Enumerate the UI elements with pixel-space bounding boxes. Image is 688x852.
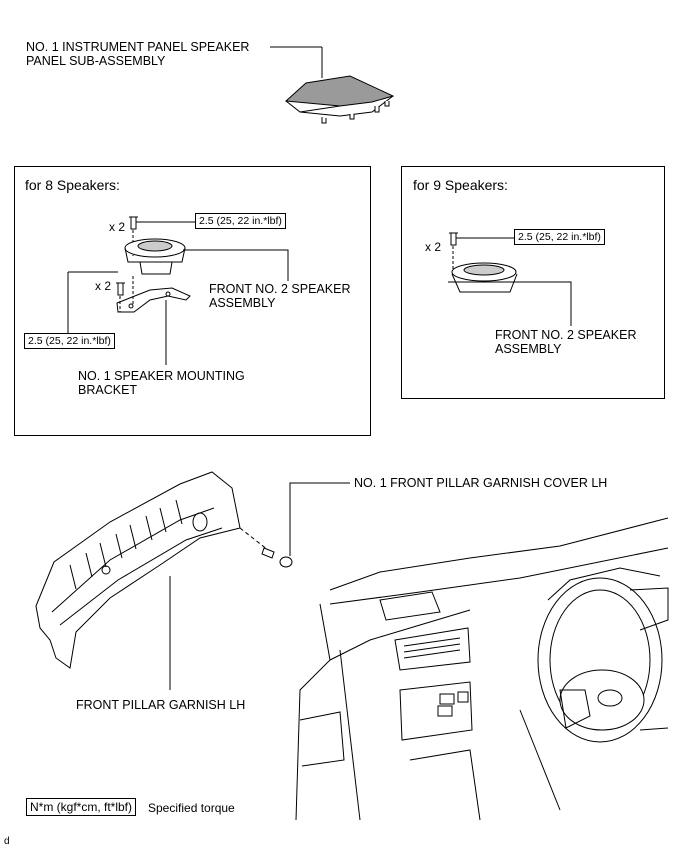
panel-9-speakers [401,166,665,399]
front-pillar-garnish-label: FRONT PILLAR GARNISH LH [76,698,246,712]
torque-spec-9: 2.5 (25, 22 in.*lbf) [514,229,605,245]
legend-torque-unit: N*m (kgf*cm, ft*lbf) [26,798,137,816]
corner-mark: d [4,836,10,847]
front-no2-speaker-label-8: FRONT NO. 2 SPEAKER ASSEMBLY [209,282,351,310]
torque-spec-top: 2.5 (25, 22 in.*lbf) [195,213,286,229]
front-pillar-garnish-cover-label: NO. 1 FRONT PILLAR GARNISH COVER LH [354,476,608,490]
torque-spec-bottom: 2.5 (25, 22 in.*lbf) [24,333,115,349]
bolt-quantity-top: x 2 [109,220,126,234]
speaker-panel-drawing [270,46,395,124]
panel-9-speakers-title: for 9 Speakers: [413,177,508,193]
panel-8-speakers [14,166,371,436]
bolt-quantity-bottom: x 2 [95,279,112,293]
speaker-9-drawing [448,232,572,326]
front-no2-speaker-label-9: FRONT NO. 2 SPEAKER ASSEMBLY [495,328,637,356]
panel-8-speakers-title: for 8 Speakers: [25,177,120,193]
pillar-garnish-drawing [35,471,350,690]
instrument-panel-speaker-panel-label: NO. 1 INSTRUMENT PANEL SPEAKER PANEL SUB… [26,40,250,68]
speaker-mounting-bracket-label: NO. 1 SPEAKER MOUNTING BRACKET [78,369,245,397]
legend-specified-torque: Specified torque [148,801,235,815]
speaker-8-drawing [67,216,289,365]
dashboard-drawing [295,517,669,821]
bolt-quantity-9: x 2 [425,240,442,254]
